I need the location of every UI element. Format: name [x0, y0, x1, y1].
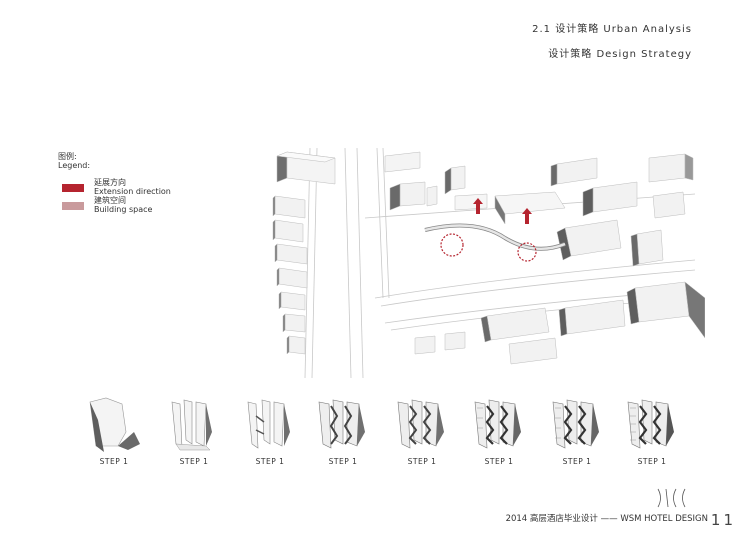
step-diagram	[89, 397, 140, 452]
legend-item-building: 建筑空间 Building space	[62, 196, 182, 220]
step-label: STEP 1	[562, 457, 592, 466]
step-label: STEP 1	[637, 457, 667, 466]
step-diagram	[474, 399, 521, 449]
step-diagram	[397, 399, 444, 449]
step-item: STEP 1	[467, 392, 531, 472]
step-item: STEP 1	[162, 392, 226, 472]
step-item: STEP 1	[390, 392, 454, 472]
step-item: STEP 1	[311, 392, 375, 472]
section-subtitle: 设计策略 Design Strategy	[548, 49, 692, 60]
step-item: STEP 1	[82, 392, 146, 472]
section-title: 2.1 设计策略 Urban Analysis	[532, 24, 692, 35]
step-diagram	[318, 399, 365, 449]
legend: 图例: Legend: 延展方向 Extension direction 建筑空…	[58, 152, 171, 214]
step-item: STEP 1	[620, 392, 684, 472]
legend-title-cn: 图例:	[58, 152, 77, 161]
legend-swatch-building	[62, 202, 84, 210]
legend-label-en: Building space	[94, 205, 153, 214]
step-label: STEP 1	[328, 457, 358, 466]
step-label: STEP 1	[179, 457, 209, 466]
legend-label-en: Extension direction	[94, 187, 171, 196]
step-diagram	[552, 399, 599, 449]
design-steps: STEP 1 STEP 1 STEP 1 STEP 1	[0, 392, 750, 472]
step-diagram	[171, 399, 212, 451]
legend-item-extension: 延展方向 Extension direction	[62, 178, 182, 202]
step-diagram	[627, 399, 674, 449]
footer-text: 2014 高层酒店毕业设计 —— WSM HOTEL DESIGN	[505, 514, 708, 524]
legend-title-en: Legend:	[58, 161, 91, 170]
legend-label-cn: 延展方向	[94, 178, 126, 187]
step-item: STEP 1	[238, 392, 302, 472]
site-model-illustration	[272, 148, 705, 378]
step-diagram	[247, 399, 290, 449]
step-label: STEP 1	[99, 457, 129, 466]
step-label: STEP 1	[484, 457, 514, 466]
logo-mark	[657, 488, 686, 508]
step-label: STEP 1	[255, 457, 285, 466]
legend-swatch-extension	[62, 184, 84, 192]
step-label: STEP 1	[407, 457, 437, 466]
step-item: STEP 1	[545, 392, 609, 472]
page-number: 11	[710, 511, 736, 529]
legend-label-cn: 建筑空间	[94, 196, 126, 205]
